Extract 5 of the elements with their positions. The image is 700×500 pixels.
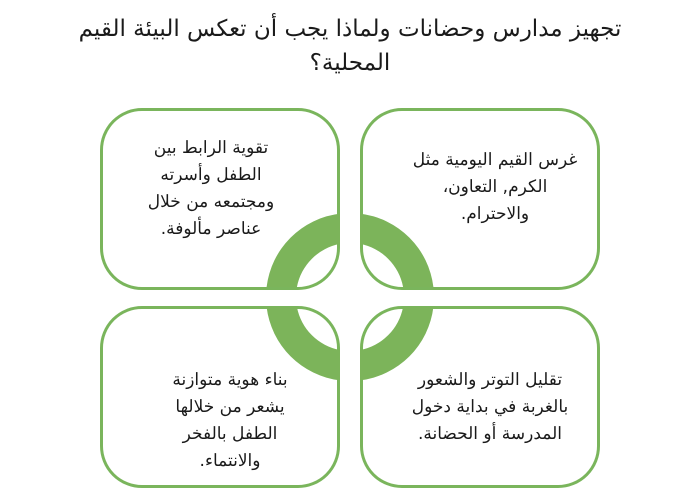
title: تجهيز مدارس وحضانات ولماذا يجب أن تعكس البيئة القيم المحلية؟ [60,12,640,80]
text-card: بناء هوية متوازنة يشعر من خلالها الطفل بالفخر والانتماء. [100,306,340,488]
text-card: غرس القيم اليومية مثل الكرم, التعاون، والاحترام. [360,108,600,290]
text-card: تقليل التوتر والشعور بالغربة في بداية دخول المدرسة أو الحضانة. [360,306,600,488]
text-card: تقوية الرابط بين الطفل وأسرته ومجتمعه من خلال عناصر مألوفة. [100,108,340,290]
